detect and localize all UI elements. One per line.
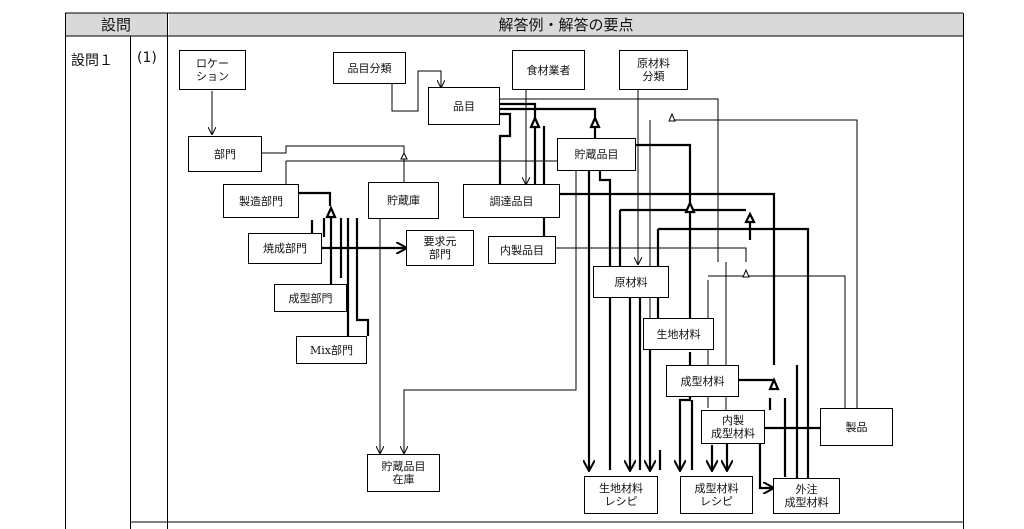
entity-baking-dept: 焼成部門 <box>248 233 322 264</box>
entity-outsourced-formed-material: 外注 成型材料 <box>773 478 840 514</box>
subquestion-label: (1) <box>137 50 157 66</box>
entity-internal-formed-material: 内製 成型材料 <box>701 410 765 444</box>
entity-mix-dept: Mix部門 <box>296 336 367 364</box>
entity-requesting-dept: 要求元 部門 <box>406 230 474 266</box>
header-answer-label: 解答例・解答の要点 <box>498 16 634 34</box>
entity-food-supplier: 食材業者 <box>512 50 585 90</box>
entity-formed-recipe: 成型材料 レシピ <box>680 476 753 514</box>
header-question-label: 設問 <box>100 16 131 34</box>
header-question-cell: 設問 <box>65 13 167 36</box>
entity-procured-item: 調達品目 <box>463 184 560 218</box>
entity-manufacturing-dept: 製造部門 <box>223 184 299 218</box>
thick-relationships <box>299 102 820 488</box>
entity-department: 部門 <box>188 136 262 172</box>
entity-item: 品目 <box>428 87 500 125</box>
entity-product: 製品 <box>820 408 893 446</box>
entity-forming-dept: 成型部門 <box>274 284 347 312</box>
entity-material-category: 原材料 分類 <box>619 50 688 90</box>
table-grid <box>65 12 964 529</box>
entity-storage-item-stock: 貯蔵品目 在庫 <box>367 454 440 492</box>
question-label: 設問１ <box>71 53 113 69</box>
entity-item-category: 品目分類 <box>333 52 406 84</box>
entity-dough-material: 生地材料 <box>643 318 714 350</box>
entity-storage-item: 貯蔵品目 <box>557 138 636 171</box>
entity-formed-material: 成型材料 <box>666 365 739 397</box>
entity-location: ロケー ション <box>179 50 246 90</box>
entity-internal-item: 内製品目 <box>488 236 556 264</box>
header-answer-cell: 解答例・解答の要点 <box>169 13 963 36</box>
entity-storage-warehouse: 貯蔵庫 <box>368 182 439 219</box>
entity-raw-material: 原材料 <box>593 266 669 298</box>
entity-dough-recipe: 生地材料 レシピ <box>584 476 658 514</box>
